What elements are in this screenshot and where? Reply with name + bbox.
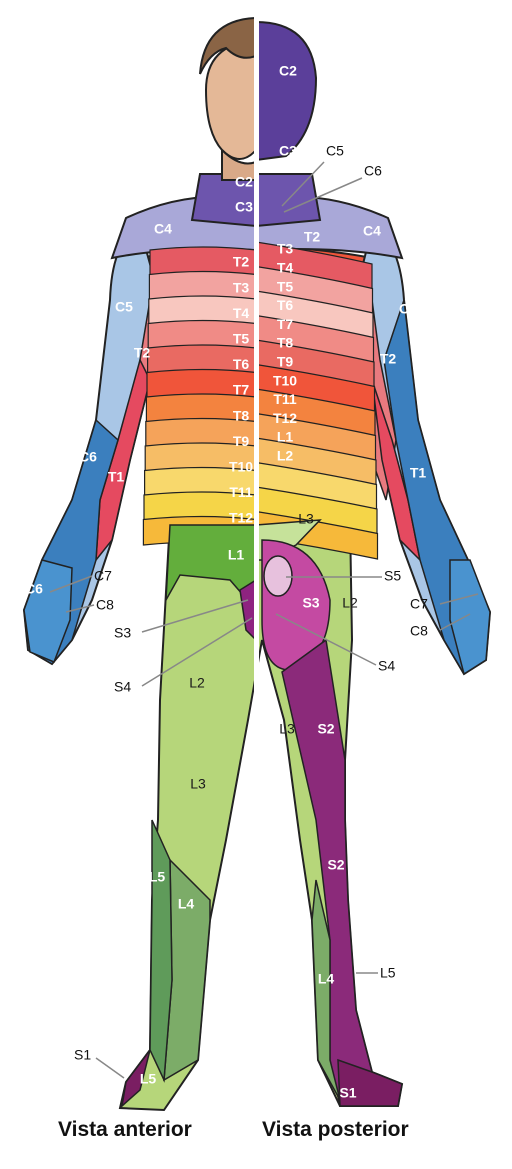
trunk-label: L2 — [277, 448, 294, 464]
label-anterior-l5: L5 — [149, 869, 166, 885]
label-posterior-s2: S2 — [317, 721, 334, 737]
label-posterior-c5: C5 — [399, 301, 417, 317]
callout-s4-post: S4 — [378, 658, 395, 674]
trunk-label: T8 — [233, 407, 250, 423]
label-anterior-c3: C3 — [235, 199, 253, 215]
trunk-label: T6 — [277, 297, 294, 313]
trunk-label: L1 — [277, 429, 294, 445]
trunk-label: T12 — [273, 410, 297, 426]
trunk-label: T6 — [233, 356, 250, 372]
label-posterior-t2: T2 — [304, 229, 321, 245]
caption-anterior: Vista anterior — [58, 1118, 192, 1142]
leader-s1-ant — [96, 1058, 124, 1078]
label-posterior-s2-leg: S2 — [327, 857, 344, 873]
label-posterior-c3: C3 — [279, 143, 297, 159]
caption-posterior: Vista posterior — [262, 1118, 409, 1142]
label-posterior-s1: S1 — [339, 1085, 356, 1101]
label-posterior-l3-leg: L3 — [279, 721, 295, 737]
callout-c8-left: C8 — [96, 597, 114, 613]
label-posterior-s3: S3 — [302, 595, 319, 611]
label-anterior-l4: L4 — [178, 896, 195, 912]
trunk-label: T9 — [277, 354, 294, 370]
callout-s4-ant: S4 — [114, 679, 131, 695]
trunk-label: T9 — [233, 433, 250, 449]
trunk-label: T10 — [273, 372, 297, 388]
label-posterior-c2: C2 — [279, 63, 297, 79]
callout-s5: S5 — [384, 568, 401, 584]
label-anterior-c6: C6 — [79, 449, 97, 465]
trunk-label: T2 — [233, 254, 250, 270]
trunk-label: T7 — [233, 382, 250, 398]
label-anterior-t1: T1 — [108, 469, 125, 485]
label-anterior-t2-arm: T2 — [134, 345, 151, 361]
trunk-label: T7 — [277, 316, 294, 332]
trunk-label: T11 — [229, 484, 253, 500]
label-posterior-c4: C4 — [363, 223, 381, 239]
label-posterior-l3: L3 — [298, 511, 314, 527]
label-anterior-l1: L1 — [228, 547, 245, 563]
label-posterior-t1: T1 — [410, 465, 427, 481]
posterior-s5 — [264, 556, 292, 596]
callout-c7-right: C7 — [410, 596, 428, 612]
callout-s3-ant: S3 — [114, 625, 131, 641]
callout-c8-right: C8 — [410, 623, 428, 639]
trunk-label: T5 — [233, 331, 250, 347]
label-anterior-l5-foot: L5 — [140, 1071, 157, 1087]
label-anterior-l3: L3 — [190, 776, 206, 792]
label-anterior-l2: L2 — [189, 675, 205, 691]
trunk-label: T4 — [233, 305, 250, 321]
trunk-label: T5 — [277, 278, 294, 294]
label-posterior-l4: L4 — [318, 971, 335, 987]
label-posterior-t2-arm: T2 — [380, 351, 397, 367]
label-anterior-c5: C5 — [115, 299, 133, 315]
trunk-label: T12 — [229, 510, 253, 526]
trunk-label: T3 — [277, 241, 294, 257]
trunk-label: T10 — [229, 459, 253, 475]
callout-c7-left: C7 — [94, 568, 112, 584]
label-posterior-l2: L2 — [342, 595, 358, 611]
trunk-stripes — [143, 242, 377, 559]
label-posterior-c6: C6 — [437, 449, 455, 465]
trunk-label: T3 — [233, 279, 250, 295]
callout-c5: C5 — [326, 143, 344, 159]
trunk-label: T4 — [277, 260, 294, 276]
callout-c6-hand: C6 — [25, 581, 43, 597]
trunk-label: T8 — [277, 335, 294, 351]
label-anterior-c2: C2 — [235, 174, 253, 190]
callout-l5: L5 — [380, 965, 396, 981]
callout-s1: S1 — [74, 1047, 91, 1063]
posterior-head-c2 — [256, 22, 316, 160]
callout-c6: C6 — [364, 163, 382, 179]
label-anterior-c4: C4 — [154, 221, 172, 237]
trunk-label: T11 — [273, 391, 297, 407]
center-divider — [254, 0, 259, 1110]
